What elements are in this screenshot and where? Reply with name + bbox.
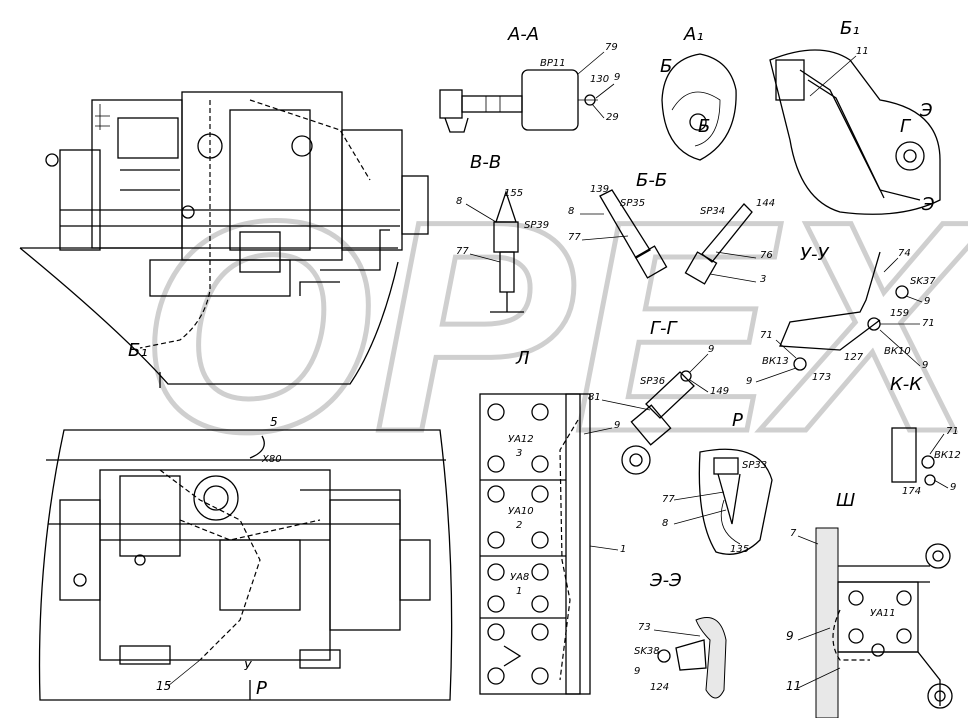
view-r: Р SP33 77 8 135 [662, 410, 773, 555]
callout-sk38: SK38 [634, 646, 660, 657]
section-label-uu: У-У [800, 244, 829, 265]
section-label-b1-top: Б₁ [840, 18, 860, 39]
view-arrow-e2: Э [921, 194, 935, 215]
callout-bk12: ВК12 [934, 450, 961, 461]
view-vv: В-В 155 8 SP39 77 [456, 152, 549, 313]
view-kk: К-К 71 ВК12 174 9 [890, 374, 961, 497]
view-uu: У-У 74 SK37 9 159 71 ВК10 127 9 71 ВК13 … [746, 244, 936, 387]
view-sh: Ш УА11 7 9 11 [786, 490, 953, 719]
callout-n3: 3 [516, 448, 522, 459]
section-label-r-bottom: Р [256, 678, 267, 699]
callout-149: 149 [710, 386, 729, 397]
callout-130: 130 [590, 74, 609, 85]
callout-124: 124 [650, 682, 669, 693]
callout-sp34: SP34 [700, 206, 725, 217]
callout-9-uu2: 9 [922, 360, 928, 371]
view-arrow-e: Э [919, 100, 933, 121]
callout-x80: Х80 [261, 454, 282, 465]
callout-76: 76 [760, 250, 773, 261]
section-label-r: Р [732, 410, 743, 431]
callout-77-r: 77 [662, 494, 675, 505]
callout-74: 74 [898, 248, 911, 259]
section-label-aa: А-А [507, 24, 539, 45]
callout-135: 135 [730, 544, 749, 555]
callout-sp35: SP35 [620, 198, 645, 209]
callout-71-uu: 71 [922, 318, 935, 329]
callout-144: 144 [756, 198, 775, 209]
callout-11-b1: 11 [856, 46, 869, 57]
callout-5: 5 [270, 415, 278, 429]
callout-n1: 1 [516, 586, 522, 597]
callout-bp11: ВР11 [540, 58, 566, 69]
view-arrow-b: Б [660, 56, 672, 77]
callout-174: 174 [902, 486, 921, 497]
callout-9-aa: 9 [614, 72, 620, 83]
view-arrow-b2: Б [698, 116, 710, 137]
section-label-sh: Ш [836, 490, 855, 511]
view-b1-top: Б₁ 11 Э Г Э [769, 18, 941, 215]
callout-79: 79 [605, 42, 618, 53]
callout-8-bb: 8 [568, 206, 574, 217]
section-label-a1: А₁ [683, 24, 704, 45]
callout-9-uu1: 9 [924, 296, 930, 307]
callout-9-uu3: 9 [746, 376, 752, 387]
callout-155: 155 [504, 188, 523, 199]
callout-8-r: 8 [662, 518, 668, 529]
engine-bottom-view: 5 Х80 15 У Р [38, 415, 453, 701]
section-label-l: Л [515, 348, 530, 369]
callout-sp36: SP36 [640, 376, 665, 387]
callout-y-label: У [244, 659, 252, 673]
section-label-bb: Б-Б [636, 170, 667, 191]
callout-ya11: УА11 [870, 608, 896, 619]
callout-ya8: УА8 [510, 572, 529, 583]
callout-77-vv: 77 [456, 246, 469, 257]
callout-9-ee: 9 [634, 666, 640, 677]
view-ee: Э-Э 73 SK38 9 124 [634, 570, 727, 699]
callout-1: 1 [620, 544, 626, 555]
callout-7: 7 [790, 528, 797, 539]
view-l: Л УА12 3 УА10 2 УА8 1 9 1 [479, 348, 626, 695]
callout-29: 29 [606, 112, 619, 123]
engine-top-view: Б₁ [19, 91, 429, 388]
callout-bk13: ВК13 [762, 356, 789, 367]
callout-71-kk: 71 [946, 426, 959, 437]
callout-9-gg: 9 [708, 344, 714, 355]
callout-9-sh: 9 [786, 629, 794, 643]
view-a1: А₁ Б Б [660, 24, 737, 161]
view-gg: Г-Г 9 SP36 149 81 [588, 318, 729, 475]
section-label-kk: К-К [890, 374, 923, 395]
watermark-logo: OPEX [140, 158, 968, 494]
callout-3: 3 [760, 274, 766, 285]
callout-sp39: SP39 [524, 220, 549, 231]
callout-159: 159 [890, 308, 909, 319]
callout-9-l: 9 [614, 420, 620, 431]
callout-81: 81 [588, 392, 601, 403]
view-aa: А-А ВР11 79 130 9 29 [439, 24, 620, 133]
callout-71-uu2: 71 [760, 330, 773, 341]
callout-bk10: ВК10 [884, 346, 911, 357]
view-bb: Б-Б 139 SP35 8 77 SP34 144 76 3 [568, 170, 775, 285]
callout-sp33: SP33 [742, 460, 767, 471]
callout-sk37: SK37 [910, 276, 936, 287]
section-label-b1-main: Б₁ [128, 340, 148, 361]
section-label-ee: Э-Э [649, 570, 682, 591]
view-arrow-g: Г [900, 116, 912, 137]
callout-n2: 2 [516, 520, 522, 531]
callout-9-kk: 9 [950, 482, 956, 493]
callout-173: 173 [812, 372, 831, 383]
callout-15: 15 [156, 679, 171, 693]
section-label-vv: В-В [470, 152, 501, 173]
callout-77-bb: 77 [568, 232, 581, 243]
section-label-gg: Г-Г [650, 318, 679, 339]
callout-ya12: УА12 [508, 434, 534, 445]
callout-73: 73 [638, 622, 651, 633]
callout-11-sh: 11 [786, 679, 801, 693]
callout-139: 139 [590, 184, 609, 195]
callout-8-vv: 8 [456, 196, 462, 207]
callout-ya10: УА10 [508, 506, 534, 517]
callout-127: 127 [844, 352, 864, 363]
